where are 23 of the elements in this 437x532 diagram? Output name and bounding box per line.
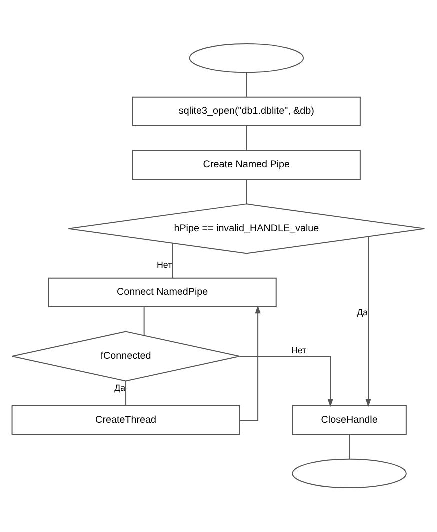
connector [144, 306, 145, 336]
node-diamond: fConnected [12, 331, 240, 382]
edge-label: Нет [157, 260, 172, 270]
connector [126, 380, 127, 406]
connector [246, 72, 248, 98]
arrow [239, 306, 261, 422]
connector [172, 242, 173, 279]
connector [246, 179, 248, 204]
node-box: CloseHandle [292, 405, 407, 436]
edge-label: Нет [291, 346, 307, 356]
node-oval [189, 43, 304, 74]
connector [349, 434, 350, 460]
node-box: CreateThread [12, 405, 240, 436]
edge-label: Да [114, 382, 126, 393]
connector [246, 126, 248, 152]
node-box: Create Named Pipe [132, 150, 361, 180]
node-box: sqlite3_open("db1.dblite", &db) [132, 96, 361, 127]
edge-label: Да [357, 308, 368, 318]
node-diamond: hPipe == invalid_HANDLE_value [68, 204, 426, 254]
node-box: Connect NamedPipe [48, 278, 277, 308]
node-oval [292, 458, 407, 489]
arrow [366, 236, 372, 408]
arrow [239, 356, 334, 408]
